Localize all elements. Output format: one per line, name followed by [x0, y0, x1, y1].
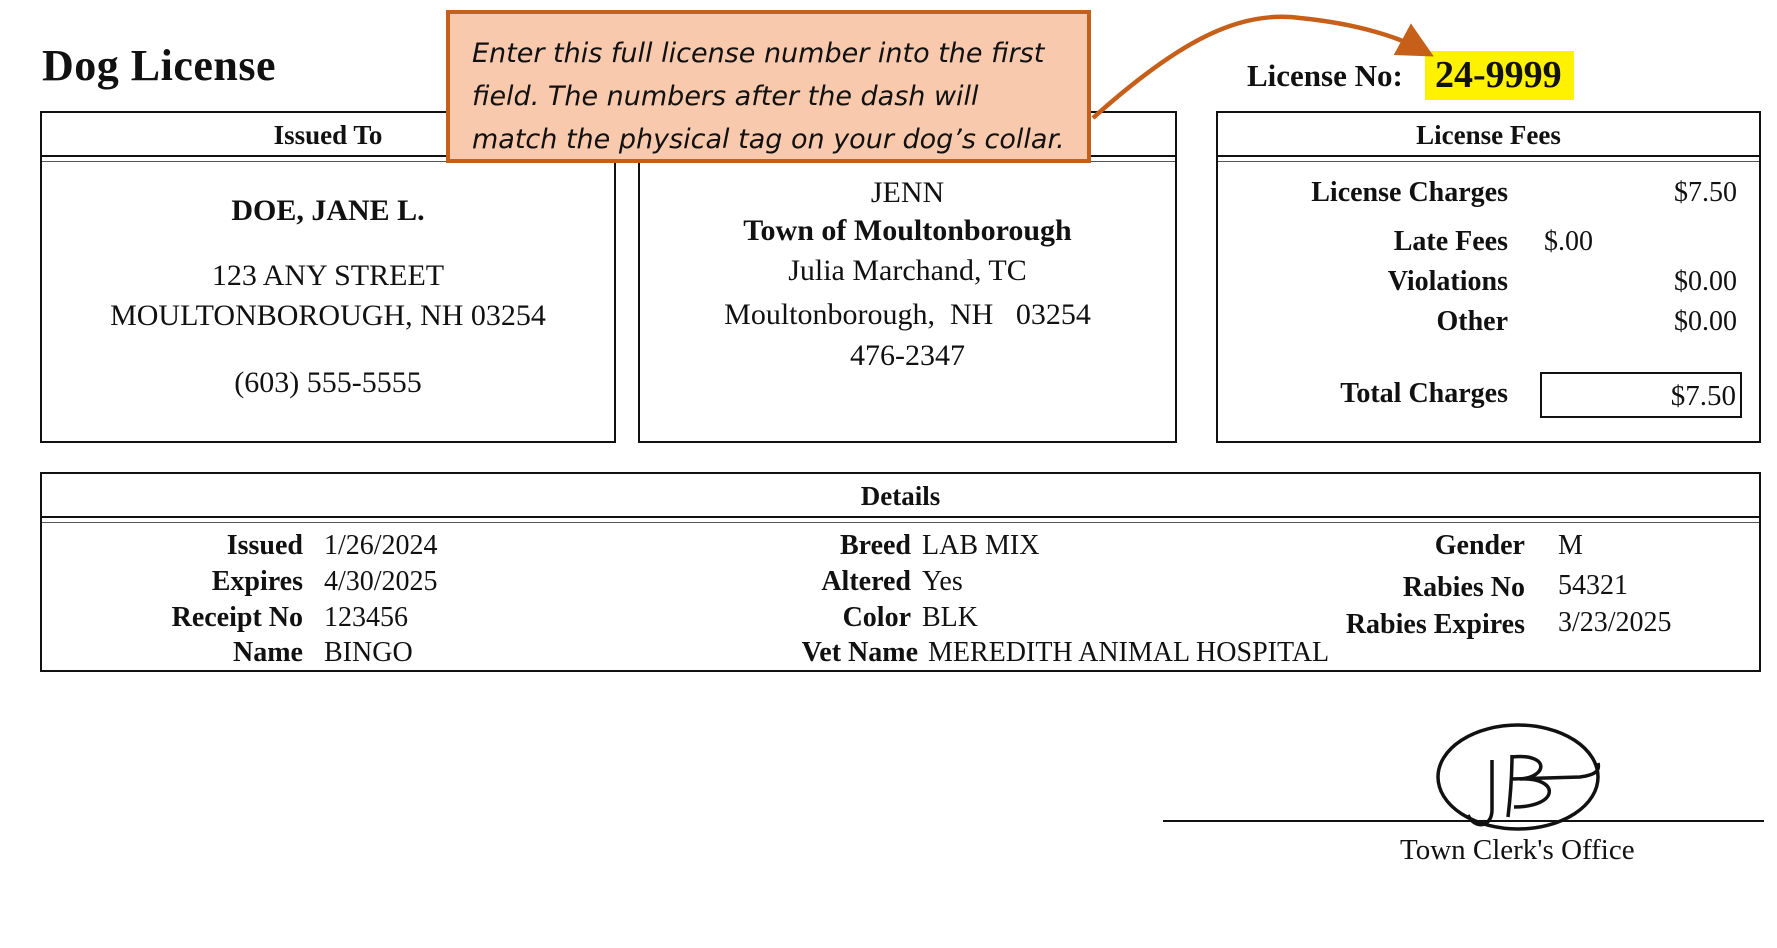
violations-value: $0.00: [1674, 266, 1737, 297]
annotation-callout: Enter this full license number into the …: [446, 10, 1091, 163]
late-fees-value: $.00: [1544, 226, 1593, 257]
owner-phone: (603) 555-5555: [234, 366, 422, 399]
signature-line: [1163, 820, 1764, 822]
issuer-clerk: JENN: [870, 176, 945, 209]
breed-label: Breed: [839, 530, 911, 561]
license-fees-box: License Fees License Charges $7.50 Late …: [1216, 111, 1761, 443]
owner-name: DOE, JANE L.: [231, 194, 425, 227]
vet-name-label: Vet Name: [801, 637, 918, 668]
color-value: BLK: [922, 602, 978, 633]
total-charges-value: $7.50: [1540, 372, 1742, 418]
other-value: $0.00: [1674, 306, 1737, 337]
rabies-no-value: 54321: [1558, 570, 1628, 601]
late-fees-label: Late Fees: [1393, 226, 1508, 257]
dog-name-value: BINGO: [324, 637, 413, 668]
document-title: Dog License: [42, 41, 277, 90]
total-charges-label: Total Charges: [1340, 378, 1508, 409]
gender-label: Gender: [1434, 530, 1525, 561]
signature-mark-icon: [1436, 723, 1601, 831]
gender-value: M: [1558, 530, 1583, 561]
license-charges-label: License Charges: [1311, 177, 1508, 208]
license-charges-value: $7.50: [1674, 177, 1737, 208]
issued-value: 1/26/2024: [324, 530, 438, 561]
rabies-no-label: Rabies No: [1402, 572, 1525, 603]
receipt-no-label: Receipt No: [171, 602, 303, 633]
license-number-value: 24-9999: [1425, 51, 1574, 100]
dog-name-label: Name: [233, 637, 303, 668]
rabies-expires-value: 3/23/2025: [1558, 607, 1672, 638]
details-header: Details: [42, 474, 1759, 523]
issuer-city: Moultonborough, NH 03254: [724, 298, 1091, 331]
issuer-town: Town of Moultonborough: [743, 214, 1072, 247]
town-clerk-label: Town Clerk's Office: [1400, 834, 1635, 866]
details-box: Details Issued 1/26/2024 Expires 4/30/20…: [40, 472, 1761, 672]
issuer-box: JENN Town of Moultonborough Julia Marcha…: [638, 111, 1177, 443]
altered-value: Yes: [922, 566, 963, 597]
owner-city: MOULTONBOROUGH, NH 03254: [110, 299, 546, 332]
expires-value: 4/30/2025: [324, 566, 438, 597]
owner-street: 123 ANY STREET: [211, 259, 445, 292]
issuer-official: Julia Marchand, TC: [788, 254, 1027, 287]
breed-value: LAB MIX: [922, 530, 1040, 561]
rabies-expires-label: Rabies Expires: [1345, 609, 1525, 640]
other-label: Other: [1436, 306, 1508, 337]
license-fees-header: License Fees: [1218, 113, 1759, 162]
altered-label: Altered: [821, 566, 911, 597]
issued-to-box: Issued To DOE, JANE L. 123 ANY STREET MO…: [40, 111, 616, 443]
color-label: Color: [842, 602, 911, 633]
issued-label: Issued: [226, 530, 303, 561]
receipt-no-value: 123456: [324, 602, 408, 633]
issuer-phone: 476-2347: [850, 339, 965, 372]
license-number-label: License No:: [1247, 58, 1403, 93]
vet-name-value: MEREDITH ANIMAL HOSPITAL: [928, 637, 1330, 668]
violations-label: Violations: [1387, 266, 1508, 297]
expires-label: Expires: [211, 566, 303, 597]
issued-to-header: Issued To: [42, 113, 614, 162]
